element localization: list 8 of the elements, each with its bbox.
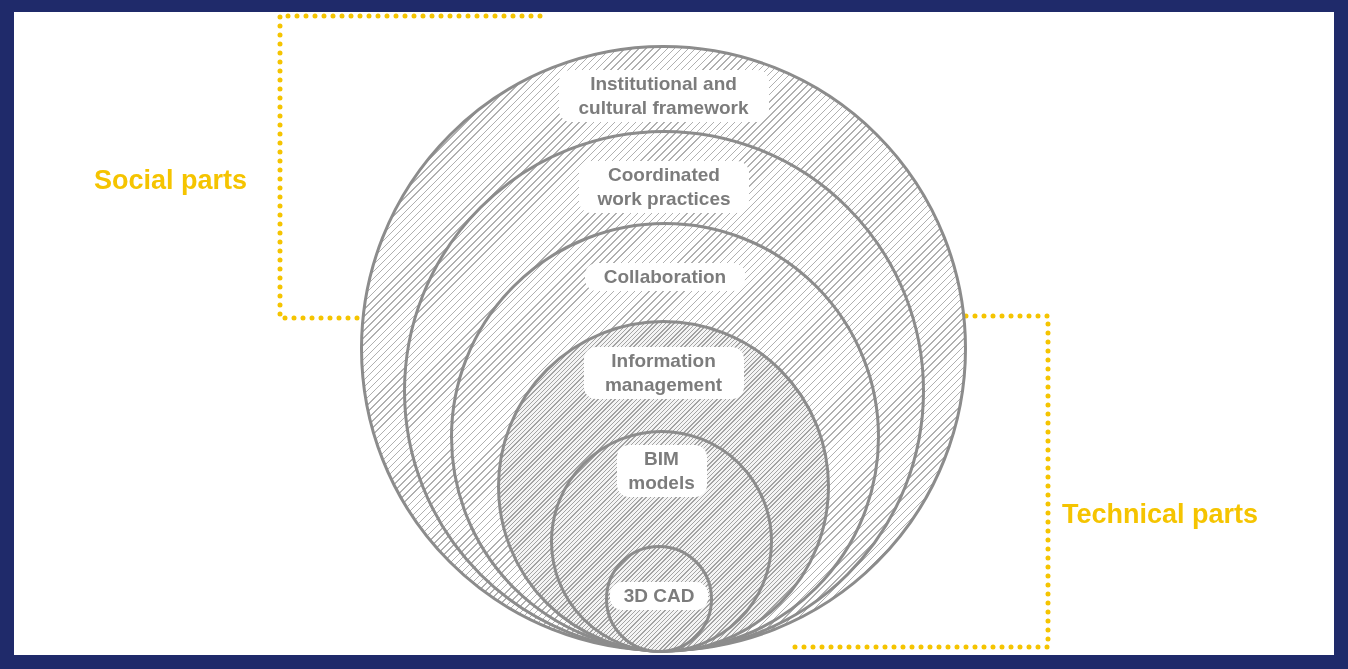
group-label: Technical parts — [1062, 498, 1259, 531]
circle-label: 3D CAD — [610, 582, 708, 610]
circle-label: Information management — [583, 347, 744, 399]
group-label: Social parts — [94, 164, 248, 197]
circle-label: Collaboration — [585, 263, 745, 291]
circle-label: BIM models — [616, 445, 707, 497]
circle-label: Coordinated work practices — [579, 161, 749, 213]
circle-label: Institutional and cultural framework — [558, 70, 769, 122]
